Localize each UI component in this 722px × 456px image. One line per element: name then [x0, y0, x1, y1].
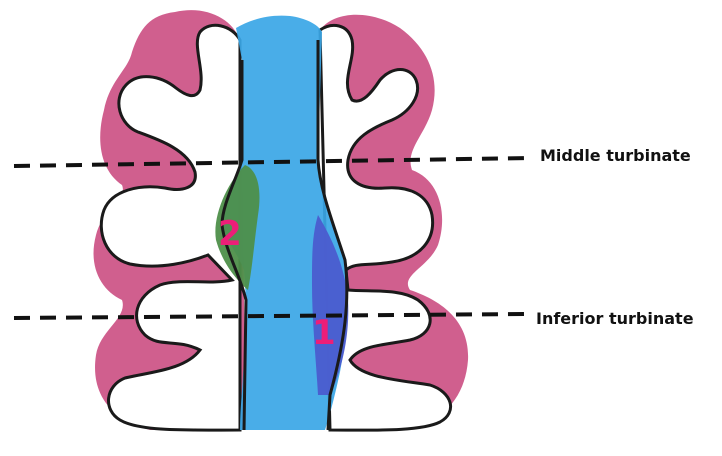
middle-turbinate-label: Middle turbinate [540, 146, 691, 165]
region-1-marker: 1 [312, 313, 336, 353]
region-2-marker: 2 [218, 214, 242, 254]
inferior-turbinate-label: Inferior turbinate [536, 309, 694, 328]
